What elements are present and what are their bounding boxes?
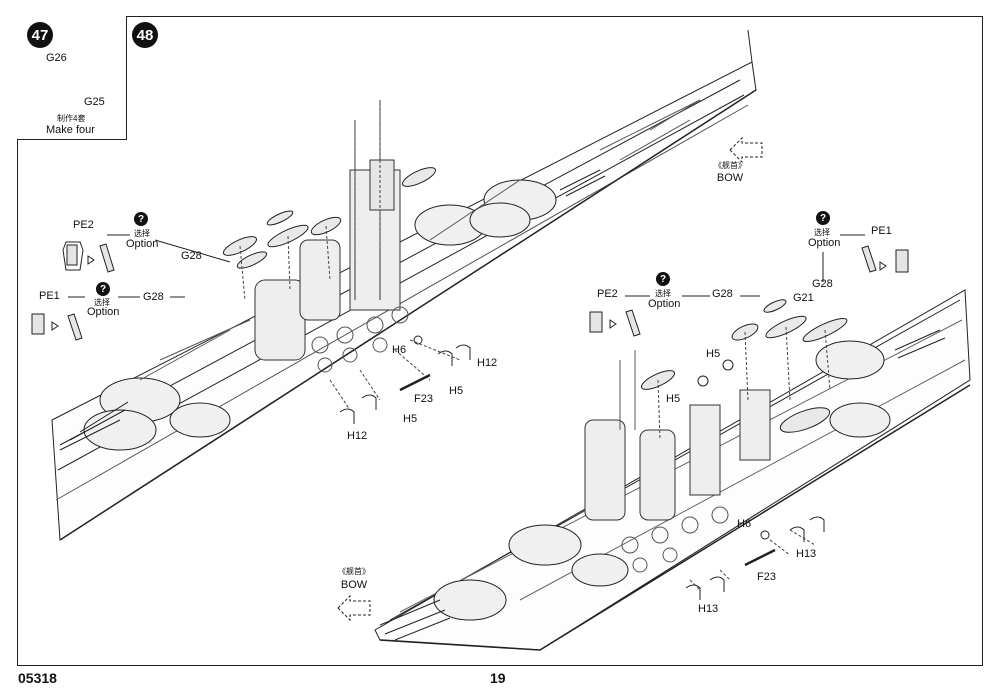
option-left-lower-part: PE1 <box>39 290 60 302</box>
part-label-h12: H12 <box>347 430 368 442</box>
option-left-upper-en: Option <box>126 238 159 250</box>
part-label-h13: H13 <box>698 603 719 615</box>
page-number: 19 <box>490 670 506 686</box>
part-label-f23: F23 <box>757 571 776 583</box>
option-right-upper-part: PE1 <box>871 225 892 237</box>
inset-part-label-bottom: G25 <box>84 96 105 108</box>
bow-arrow-top <box>729 136 763 164</box>
top-ship-leaders <box>239 100 461 411</box>
option-right-lower-zh: 选择 <box>655 289 671 298</box>
part-label-g21: G21 <box>793 292 814 304</box>
option-right-upper-zh: 选择 <box>814 228 830 237</box>
option-left-upper-part: PE2 <box>73 219 94 231</box>
part-label-f23: F23 <box>414 393 433 405</box>
option-left-upper-alt: G28 <box>181 250 202 262</box>
page-frame <box>17 16 983 666</box>
option-icon: ? <box>134 212 148 226</box>
part-label-h5: H5 <box>706 348 721 360</box>
option-icon: ? <box>656 272 670 286</box>
part-label-h6: H6 <box>737 518 752 530</box>
option-icon: ? <box>96 282 110 296</box>
bottom-ship-small-parts <box>685 359 825 600</box>
bow-bottom-en: BOW <box>340 579 368 591</box>
part-label-h5: H5 <box>449 385 464 397</box>
inset-part-label-top: G26 <box>46 52 67 64</box>
option-right-upper-parts <box>861 245 909 273</box>
bow-top-en: BOW <box>716 172 744 184</box>
option-left-upper-zh: 选择 <box>134 229 150 238</box>
part-label-h12: H12 <box>477 357 498 369</box>
top-ship-details <box>139 99 701 381</box>
bow-bottom-zh: 《舰首》 <box>338 567 370 576</box>
part-label-h6: H6 <box>392 344 407 356</box>
bow-top-zh: 《舰首》 <box>714 161 746 170</box>
option-icon: ? <box>816 211 830 225</box>
step-number-47: 47 <box>27 22 53 48</box>
option-right-lower-alt: G28 <box>712 288 733 300</box>
option-left-lower-parts <box>31 313 83 341</box>
part-label-h5: H5 <box>666 393 681 405</box>
option-left-lower-zh: 选择 <box>94 298 110 307</box>
top-ship-small-parts <box>339 335 471 424</box>
option-left-lower-alt: G28 <box>143 291 164 303</box>
option-left-upper-parts <box>62 241 115 273</box>
option-leaders <box>68 234 865 298</box>
inset-caption-zh: 制作4套 <box>57 114 86 123</box>
bottom-ship-turrets <box>379 329 946 641</box>
bottom-ship-details <box>619 350 729 573</box>
inset-caption-en: Make four <box>46 124 95 136</box>
option-right-lower-en: Option <box>648 298 681 310</box>
option-right-upper-en: Option <box>808 237 841 249</box>
bottom-ship-superstructure <box>584 389 771 521</box>
option-right-lower-parts <box>589 309 641 337</box>
product-code: 05318 <box>18 670 57 686</box>
top-ship-turrets <box>59 169 606 451</box>
top-ship-superstructure <box>254 100 401 361</box>
step-number-48: 48 <box>132 22 158 48</box>
option-right-lower-part: PE2 <box>597 288 618 300</box>
option-left-lower-en: Option <box>87 306 120 318</box>
bow-arrow-bottom <box>337 594 371 622</box>
part-label-h5: H5 <box>403 413 418 425</box>
option-right-upper-alt: G28 <box>812 278 833 290</box>
part-label-h13: H13 <box>796 548 817 560</box>
